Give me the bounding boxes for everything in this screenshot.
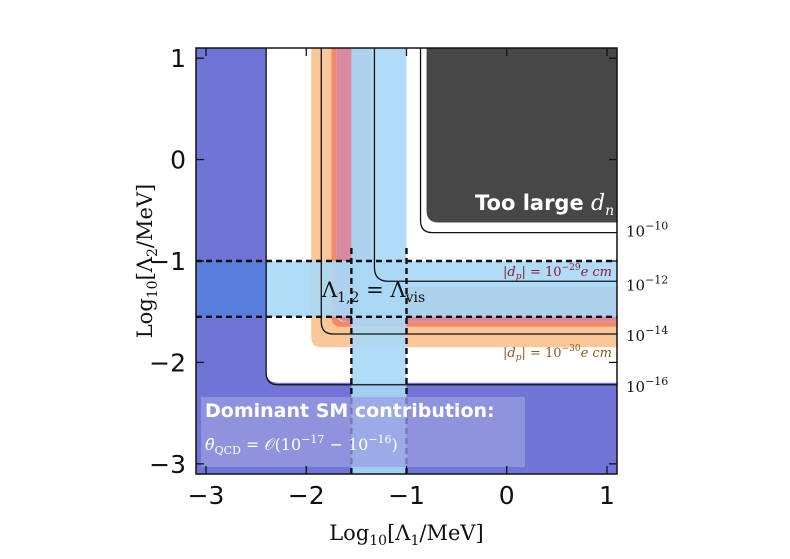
x-axis-label: Log10[Λ1/MeV]: [329, 521, 484, 549]
y-tick-label: −3: [149, 450, 186, 479]
y-tick-label: 0: [170, 146, 186, 175]
contour-line-1e-14: [320, 48, 617, 335]
contour-value-label: 10−14: [626, 324, 668, 345]
sm-contribution-title: Dominant SM contribution:: [205, 400, 495, 422]
contour-value-label: 10−12: [626, 273, 668, 294]
contour-line-1e-12: [373, 48, 617, 282]
plot-regions: [196, 48, 617, 474]
dp-1e-29-label: |dp| = 10−29e cm: [503, 263, 612, 282]
y-tick-label: −1: [149, 247, 186, 276]
sm-contribution-formula: θ̄QCD = 𝒪(10−17 − 10−16): [205, 433, 398, 457]
lambda-vis-sm-overlap: [196, 261, 267, 317]
x-tick-label: −1: [388, 481, 425, 510]
contour-value-label: 10−10: [626, 220, 668, 241]
too-large-label: Too large dn: [475, 191, 614, 219]
y-tick-label: 1: [170, 44, 186, 73]
lambda-vis-label: Λ1,2 = Λvis: [321, 278, 425, 306]
contour-line-1e-16: [265, 48, 617, 386]
contour-line-1e-10: [419, 48, 617, 234]
dp-1e-30-label: |dp| = 10−30e cm: [503, 344, 612, 363]
too-large-dn-region: [426, 48, 617, 223]
y-axis-label: Log10[Λ2/MeV]: [133, 184, 161, 339]
sm-label-box: [201, 397, 525, 467]
contour-value-label: 10−16: [626, 375, 668, 396]
x-tick-label: −2: [288, 481, 325, 510]
x-axis-ticks: −3 −2 −1 0 1: [188, 48, 615, 510]
contour-value-labels: 10−10 10−12 10−14 10−16: [626, 220, 668, 396]
y-axis-ticks: −3 −2 −1 0 1: [149, 44, 617, 479]
x-tick-label: −3: [188, 481, 225, 510]
y-tick-label: −2: [149, 348, 186, 377]
x-tick-label: 0: [499, 481, 515, 510]
x-tick-label: 1: [599, 481, 615, 510]
